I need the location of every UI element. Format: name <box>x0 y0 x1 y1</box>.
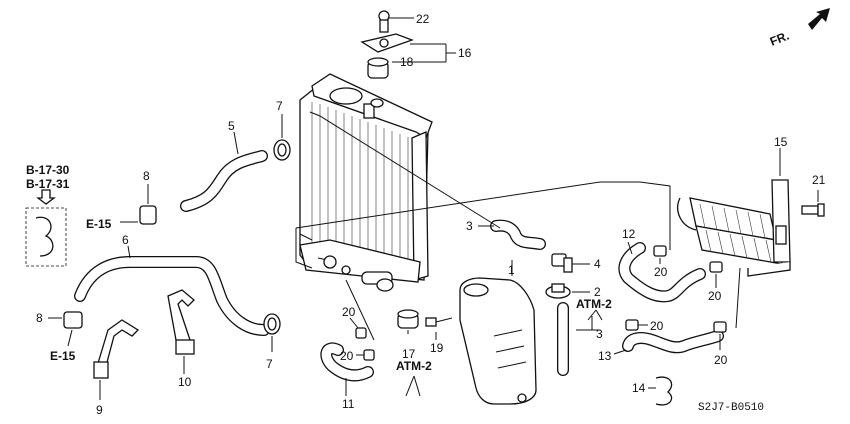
callout-12: 12 <box>622 227 636 241</box>
callout-15: 15 <box>774 135 788 149</box>
hose-clamp-7-lower <box>263 313 281 352</box>
hose-12 <box>618 241 706 303</box>
callout-19: 19 <box>430 341 444 355</box>
clamp-8-lower <box>48 311 83 347</box>
callout-6: 6 <box>122 233 129 247</box>
clamp-20-right-d <box>713 321 727 350</box>
callout-8-upper: 8 <box>143 169 150 183</box>
radiator-fins <box>311 102 417 275</box>
clamp-8-upper <box>120 184 157 225</box>
callout-16: 16 <box>458 46 472 60</box>
grommet-17 <box>397 309 419 334</box>
clamp-20-left-b <box>356 349 375 361</box>
ref-atm2-right: ATM-2 <box>576 297 612 311</box>
clamp-20-right-c <box>625 319 648 331</box>
callout-9: 9 <box>96 403 103 417</box>
callout-5: 5 <box>228 119 235 133</box>
callout-18: 18 <box>400 55 414 69</box>
callout-20-left-a: 20 <box>342 305 356 319</box>
ref-b17-30: B-17-30 <box>26 163 70 177</box>
callout-7-upper: 7 <box>276 99 283 113</box>
diagram-code: S2J7-B0510 <box>698 402 764 414</box>
bolt-21 <box>801 190 825 217</box>
callout-1: 1 <box>508 263 515 277</box>
hose-clamp-7-upper <box>273 114 291 161</box>
reserve-tank <box>459 260 537 405</box>
radiator-assembly <box>299 73 433 292</box>
arrow-up-icon <box>36 189 56 205</box>
bolt-19 <box>425 317 453 340</box>
callout-20-right-d: 20 <box>714 353 728 367</box>
cap-2 <box>545 283 590 299</box>
callout-labels: 22 16 18 7 5 8 6 8 7 10 9 11 20 20 17 19… <box>26 12 826 417</box>
ref-atm2-left: ATM-2 <box>396 359 432 373</box>
reference-lines <box>295 111 671 269</box>
callout-3-upper: 3 <box>466 219 473 233</box>
upper-radiator-hose <box>180 131 268 212</box>
callout-20-right-b: 20 <box>708 289 722 303</box>
front-label: FR. <box>768 29 791 49</box>
clamp-20-right-b <box>709 261 723 288</box>
callout-7-lower: 7 <box>266 357 273 371</box>
upper-mount-group <box>360 10 456 79</box>
lower-radiator-hose <box>74 245 270 336</box>
callout-13: 13 <box>598 349 612 363</box>
callout-20-left-b: 20 <box>340 349 354 363</box>
clamp-20-right-a <box>653 245 667 264</box>
clip-14 <box>648 376 673 406</box>
callout-20-right-a: 20 <box>654 265 668 279</box>
callout-17: 17 <box>402 347 416 361</box>
callout-21: 21 <box>812 173 826 187</box>
hose-13 <box>613 330 724 355</box>
callout-10: 10 <box>178 375 192 389</box>
clamp-20-left-a <box>349 317 367 339</box>
hose-3-upper <box>478 219 546 250</box>
oil-cooler <box>677 148 791 329</box>
callout-22: 22 <box>416 12 430 26</box>
callout-20-right-c: 20 <box>650 319 664 333</box>
hose-11 <box>320 279 375 396</box>
callout-14: 14 <box>632 381 646 395</box>
atm2-arrows <box>405 309 603 397</box>
callout-8-lower: 8 <box>36 311 43 325</box>
reference-clip <box>25 189 67 267</box>
ref-e15-lower: E-15 <box>50 349 76 363</box>
bracket-10 <box>167 289 195 374</box>
callout-11: 11 <box>342 397 355 411</box>
fitting-4 <box>551 253 590 273</box>
ref-b17-31: B-17-31 <box>26 177 70 191</box>
callout-3-lower: 3 <box>596 327 603 341</box>
front-arrow-icon <box>808 8 830 30</box>
callout-2: 2 <box>594 285 601 299</box>
ref-e15-upper: E-15 <box>86 217 112 231</box>
hose-3-lower <box>557 302 600 376</box>
bracket-9 <box>93 319 140 400</box>
callout-4: 4 <box>594 257 601 271</box>
